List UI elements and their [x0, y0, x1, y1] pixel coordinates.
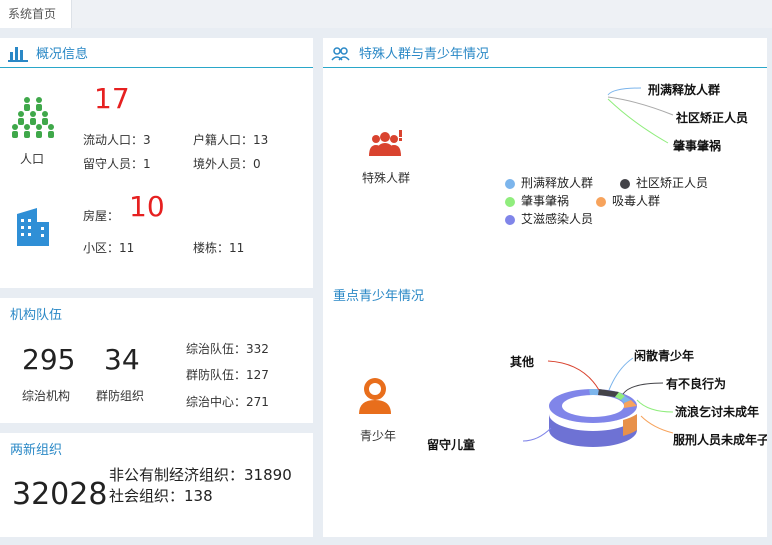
institutions-label: 综治机构	[22, 389, 71, 403]
groups-value: 34	[104, 343, 140, 376]
team-count: 综治队伍：332	[186, 342, 269, 356]
overview-title: 概况信息	[36, 47, 89, 62]
population-label: 人口	[20, 152, 45, 166]
community-count: 小区：11	[83, 241, 135, 255]
special-people-label: 特殊人群	[362, 171, 411, 185]
legend-dot	[505, 178, 515, 189]
registered-population: 户籍人口：13	[193, 133, 269, 147]
nonpublic-count: 非公有制经济组织：31890	[109, 466, 292, 484]
special-people-icon	[368, 130, 404, 162]
housing-total: 10	[129, 190, 165, 223]
institutions-value: 295	[22, 343, 76, 376]
legend-dot	[596, 196, 606, 207]
legend-item-aids[interactable]: 艾滋感染人员	[505, 210, 593, 227]
defense-count: 群防队伍：127	[186, 368, 269, 382]
population-total: 17	[94, 82, 130, 115]
special-title: 特殊人群与青少年情况	[359, 47, 490, 62]
org-title: 机构队伍	[10, 307, 63, 323]
groups-label: 群防组织	[96, 389, 145, 403]
legend-item-corrections[interactable]: 社区矫正人员	[620, 174, 708, 191]
special-callout-trouble: 肇事肇祸	[673, 139, 722, 153]
social-count: 社会组织：138	[109, 487, 213, 505]
building-icon	[13, 208, 53, 250]
floating-population: 流动人口：3	[83, 133, 151, 147]
overseas-population: 境外人员：0	[193, 157, 261, 171]
population-icon	[10, 96, 56, 142]
legend-dot	[505, 214, 515, 225]
newgroups-title: 两新组织	[10, 442, 63, 458]
youth-ring-chart	[549, 389, 637, 447]
newgroups-panel: 两新组织 32028 非公有制经济组织：31890 社会组织：138	[0, 433, 313, 537]
youth-title: 重点青少年情况	[333, 289, 425, 304]
legend-dot	[620, 178, 630, 189]
legend-item-drugs[interactable]: 吸毒人群	[596, 192, 660, 209]
special-callout-lines	[607, 87, 674, 144]
tab-home[interactable]: 系统首页	[0, 0, 72, 28]
youth-callout-bad: 有不良行为	[666, 377, 727, 391]
youth-icon-label: 青少年	[360, 429, 397, 443]
housing-label: 房屋：	[83, 209, 120, 223]
legend-dot	[505, 196, 515, 207]
special-header: 特殊人群与青少年情况	[323, 38, 767, 68]
youth-callout-idle: 闲散青少年	[634, 349, 695, 363]
overview-header: 概况信息	[0, 38, 313, 68]
special-callout-released: 刑满释放人群	[648, 83, 721, 97]
overview-panel: 概况信息 人口 17 流动人口：3 户籍人口：13 留守人员：1 境外人员：0	[0, 38, 313, 288]
special-panel: 特殊人群与青少年情况 特殊人群 刑满释放人群 社区矫正人员 肇事肇祸 刑满释放人…	[323, 38, 767, 537]
legend-item-released[interactable]: 刑满释放人群	[505, 174, 593, 191]
legend-item-trouble[interactable]: 肇事肇祸	[505, 192, 569, 209]
newgroups-header: 两新组织	[0, 433, 313, 463]
org-panel: 机构队伍 295 综治机构 34 群防组织 综治队伍：332 群防队伍：127 …	[0, 298, 313, 423]
youth-callout-other: 其他	[510, 355, 535, 369]
special-callout-corrections: 社区矫正人员	[676, 111, 749, 125]
youth-callout-lines	[522, 357, 674, 442]
group-icon	[331, 44, 353, 62]
newgroups-total: 32028	[12, 477, 108, 512]
org-header: 机构队伍	[0, 298, 313, 328]
youth-icon	[357, 376, 393, 418]
bar-chart-icon	[8, 44, 30, 62]
building-count: 楼栋：11	[193, 241, 245, 255]
center-count: 综治中心：271	[186, 395, 269, 409]
youth-callout-vagrant: 流浪乞讨未成年	[675, 405, 760, 419]
youth-callout-leftbehind: 留守儿童	[427, 438, 476, 452]
youth-callout-prisoner: 服刑人员未成年子	[673, 433, 767, 447]
leftbehind-population: 留守人员：1	[83, 157, 151, 171]
tab-bar: 系统首页	[0, 0, 772, 28]
